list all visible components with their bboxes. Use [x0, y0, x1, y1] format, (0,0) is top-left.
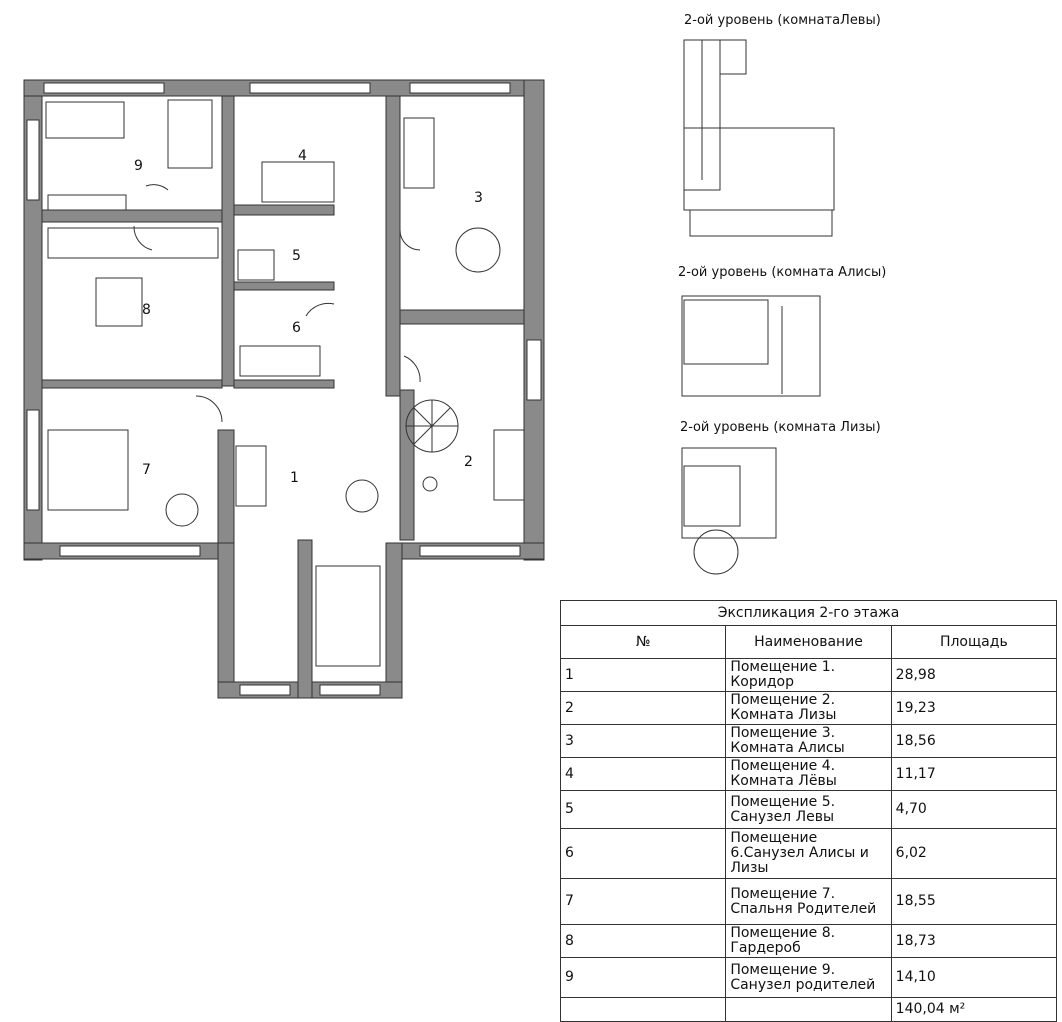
chair-liza [422, 476, 438, 492]
room-number: 6 [292, 320, 301, 336]
header-area: Площадь [890, 625, 1058, 659]
level-plan-liza [681, 447, 777, 575]
table-total-row: 140,04 м² [559, 997, 1058, 1022]
row-number: 2 [559, 691, 727, 725]
table-row: 7 Помещение 7. Спальня Родителей 18,55 [559, 878, 1058, 925]
table-row: 5 Помещение 5. Санузел Левы 4,70 [559, 790, 1058, 829]
sofa-alisa [403, 117, 435, 189]
furniture [45, 99, 525, 667]
row-area: 6,02 [890, 828, 1058, 879]
row-number: 1 [559, 658, 727, 692]
row-name: Помещение 5. Санузел Левы [725, 790, 892, 829]
level-plan-leva [683, 39, 835, 237]
row-area: 18,73 [890, 924, 1058, 958]
row-area: 4,70 [890, 790, 1058, 829]
level-caption: 2-ой уровень (комната Лизы) [680, 420, 881, 435]
round-table-parents [165, 493, 199, 527]
row-number: 8 [559, 924, 727, 958]
room-number: 9 [134, 158, 143, 174]
floor-plan: 1 2 3 4 5 6 7 8 9 2-ой уровень (комнатаЛ… [23, 13, 886, 699]
total-area: 140,04 м² [890, 997, 1058, 1022]
table-row: 9 Помещение 9. Санузел родителей 14,10 [559, 957, 1058, 998]
spiral-stair [405, 399, 459, 453]
row-name: Помещение 2. Комната Лизы [725, 691, 892, 725]
table-row: 4 Помещение 4. Комната Лёвы 11,17 [559, 757, 1058, 791]
row-name: Помещение 4. Комната Лёвы [725, 757, 892, 791]
door-swings [133, 184, 421, 423]
room-number: 4 [298, 148, 307, 164]
round-table-corridor [345, 479, 379, 513]
row-name: Помещение 1. Коридор [725, 658, 892, 692]
shower [167, 99, 213, 169]
table-row: 6 Помещение 6.Санузел Алисы и Лизы 6,02 [559, 828, 1058, 879]
wardrobe-table [95, 277, 143, 327]
row-name: Помещение 8. Гардероб [725, 924, 892, 958]
row-name: Помещение 7. Спальня Родителей [725, 878, 892, 925]
table-row: 8 Помещение 8. Гардероб 18,73 [559, 924, 1058, 958]
room-number: 8 [142, 302, 151, 318]
level-plan-alisa [681, 295, 821, 397]
row-number: 4 [559, 757, 727, 791]
stairs-main [315, 565, 381, 667]
level-caption: 2-ой уровень (комнатаЛевы) [684, 13, 881, 28]
table-title: Экспликация 2-го этажа [560, 600, 1057, 626]
table-row: 1 Помещение 1. Коридор 28,98 [559, 658, 1058, 692]
level-caption: 2-ой уровень (комната Алисы) [678, 265, 886, 280]
windows [26, 82, 542, 696]
room-number: 3 [474, 190, 483, 206]
header-number: № [559, 625, 727, 659]
washbasin-counter [47, 194, 127, 211]
row-area: 14,10 [890, 957, 1058, 998]
header-name: Наименование [725, 625, 892, 659]
sofa-liza [493, 429, 525, 501]
bathtub-small [239, 345, 321, 377]
room-number: 7 [142, 462, 151, 478]
wardrobe-shelves [47, 227, 219, 259]
row-name: Помещение 3. Комната Алисы [725, 724, 892, 758]
table-row: 2 Помещение 2. Комната Лизы 19,23 [559, 691, 1058, 725]
row-number: 5 [559, 790, 727, 829]
bed-parents [47, 429, 129, 511]
room-number: 5 [292, 248, 301, 264]
row-area: 28,98 [890, 658, 1058, 692]
round-table-alisa [455, 227, 501, 273]
row-area: 11,17 [890, 757, 1058, 791]
row-name: Помещение 9. Санузел родителей [725, 957, 892, 998]
shower-small [237, 249, 275, 281]
explication-table: Экспликация 2-го этажа № Наименование Пл… [559, 600, 1058, 1022]
sofa-corridor [235, 445, 267, 507]
row-area: 18,56 [890, 724, 1058, 758]
bed-leva [261, 161, 335, 203]
row-number: 6 [559, 828, 727, 879]
row-number: 3 [559, 724, 727, 758]
row-area: 18,55 [890, 878, 1058, 925]
row-area: 19,23 [890, 691, 1058, 725]
room-number: 2 [464, 454, 473, 470]
row-number: 9 [559, 957, 727, 998]
row-name: Помещение 6.Санузел Алисы и Лизы [725, 828, 892, 879]
room-number: 1 [290, 470, 299, 486]
table-row: 3 Помещение 3. Комната Алисы 18,56 [559, 724, 1058, 758]
row-number: 7 [559, 878, 727, 925]
walls [23, 79, 545, 699]
bathtub [45, 101, 125, 139]
